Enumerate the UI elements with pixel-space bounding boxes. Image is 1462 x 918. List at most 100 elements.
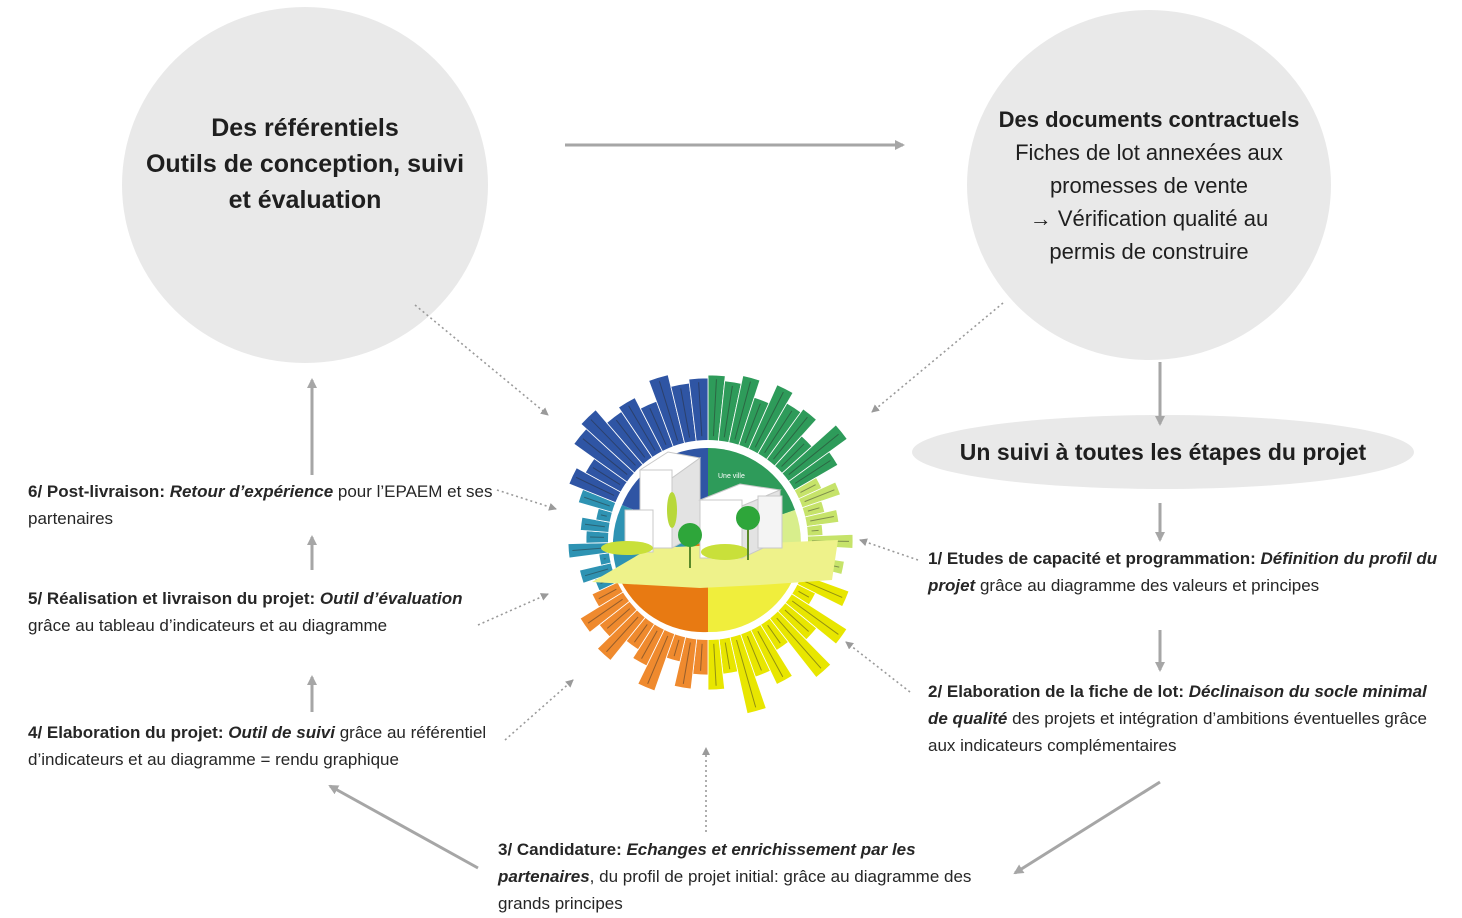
tree-palm-2 <box>736 506 760 530</box>
wheel-ray-line-5-6 <box>649 408 667 446</box>
wheel-ray-line-0-8 <box>788 433 839 475</box>
wheel-ray-line-2-8 <box>736 639 757 708</box>
building-far <box>757 495 783 549</box>
arrow-3-to-4 <box>328 784 479 870</box>
wheel-ray-line-5-9 <box>698 382 703 437</box>
step-1-lead: 1/ Etudes de capacité et programmation: <box>928 549 1261 568</box>
wheel-ray-line-5-5 <box>628 405 656 451</box>
wheel-ray-line-3-4 <box>641 630 658 659</box>
documents-title: Des documents contractuels <box>998 107 1300 132</box>
wheel-ray-line-5-0 <box>575 476 615 496</box>
wheel-ray-line-0-1 <box>723 385 733 438</box>
wheel-ray-line-1-1 <box>804 489 835 503</box>
wheel-ray-line-2-5 <box>767 624 781 644</box>
step-6-emph: Retour d’expérience <box>169 482 334 501</box>
dotted-documents-to-wheel <box>871 302 1004 413</box>
dotted-1-to-wheel <box>859 538 919 561</box>
step-4-rest: grâce au référentiel d’indicateurs et au… <box>28 723 487 769</box>
wheel-ray-line-2-3 <box>784 609 809 632</box>
suivi-label: Un suivi à toutes les étapes du projet <box>959 438 1367 465</box>
wheel-ray-line-0-7 <box>781 443 805 467</box>
circle-referentiels <box>122 7 488 363</box>
wheel-ray-line-4-7 <box>584 496 610 507</box>
wheel-ray-line-2-2 <box>791 600 839 635</box>
wheel-ray-line-2-10 <box>713 643 717 686</box>
wheel-ray-line-1-4 <box>811 529 819 532</box>
tree-palm-1 <box>678 523 702 547</box>
dotted-referentiels-to-wheel <box>414 304 549 416</box>
circle-documents-text: Des documents contractuels Fiches de lot… <box>967 103 1331 268</box>
circle-documents <box>967 10 1331 360</box>
tree-flat-left <box>601 541 653 555</box>
step-5-emph: Outil d’évaluation <box>319 589 463 608</box>
referentiels-line-2: Outils de conception, suivi <box>145 150 465 178</box>
wheel-ray-line-1-0 <box>800 484 816 493</box>
wheel-ray-line-1-2 <box>807 507 820 512</box>
wheel-ray-line-5-8 <box>680 388 691 438</box>
wheel-ray-line-0-4 <box>754 391 784 448</box>
step-4: 4/ Elaboration du projet: Outil de suivi… <box>28 719 498 773</box>
circle-referentiels-text: Des référentiels Outils de conception, s… <box>122 110 488 218</box>
wheel-ray-line-0-0 <box>712 379 717 437</box>
dotted-2-to-wheel <box>845 641 911 693</box>
step-2: 2/ Elaboration de la fiche de lot: Décli… <box>928 678 1438 759</box>
wheel-ray-line-0-6 <box>773 416 808 460</box>
tree-flat-right <box>701 544 749 560</box>
step-1: 1/ Etudes de capacité et programmation: … <box>928 545 1438 599</box>
step-1-emph: Définition du profil du projet <box>928 549 1438 595</box>
wheel-ray-line-0-9 <box>794 460 831 484</box>
wheel-ray-line-2-0 <box>803 580 843 598</box>
wheel-ray-line-3-9 <box>598 588 617 600</box>
wheel-ray-line-5-7 <box>658 381 679 441</box>
wheel-ray-line-3-2 <box>673 639 680 657</box>
wheel-ray-line-3-3 <box>647 635 669 685</box>
step-4-emph: Outil de suivi <box>228 723 335 742</box>
referentiels-line-1: Des référentiels <box>211 114 399 142</box>
step-6-lead: 6/ Post-livraison: <box>28 482 170 501</box>
step-3: 3/ Candidature: Echanges et enrichisseme… <box>498 836 988 917</box>
wheel-ray-line-3-0 <box>700 643 703 671</box>
step-2-rest: des projets et intégration d’ambitions é… <box>928 709 1427 755</box>
wheel-ray-line-4-6 <box>600 514 607 517</box>
step-3-emph: Echanges et enrichissement par les parte… <box>498 840 916 886</box>
wheel-ray-line-0-3 <box>744 403 761 444</box>
wheel-ray-line-2-1 <box>798 590 810 598</box>
step-5-lead: 5/ Réalisation et livraison du projet: <box>28 589 320 608</box>
wheel-ray-line-5-2 <box>582 438 628 475</box>
wheel-ray-line-0-2 <box>734 381 751 440</box>
wheel-ray-line-2-4 <box>776 617 822 669</box>
step-5: 5/ Réalisation et livraison du projet: O… <box>28 585 488 639</box>
wheel-ray-line-4-1 <box>584 568 609 577</box>
wheel-ray-line-3-6 <box>606 616 639 653</box>
step-3-rest: , du profil de projet initial: grâce au … <box>498 867 972 913</box>
dotted-4-to-wheel <box>504 679 574 741</box>
wheel-ray-line-3-1 <box>682 642 691 684</box>
documents-line-3: → Vérification qualité au <box>1029 206 1269 231</box>
wheel-ray-line-4-3 <box>572 547 605 552</box>
tree-tall <box>667 492 677 528</box>
step-6: 6/ Post-livraison: Retour d’expérience p… <box>28 478 508 532</box>
documents-line-1: Fiches de lot annexées aux <box>1015 140 1283 165</box>
wheel-ray-line-0-5 <box>764 410 793 454</box>
wheel-ray-line-3-8 <box>587 598 623 624</box>
referentiels-line-3: et évaluation <box>228 186 382 214</box>
dotted-6-to-wheel <box>496 489 557 511</box>
wheel-ray-line-5-1 <box>592 467 621 486</box>
wheel-ray-line-4-5 <box>584 523 605 528</box>
documents-line-4: permis de construire <box>1049 239 1249 264</box>
step-2-lead: 2/ Elaboration de la fiche de lot: <box>928 682 1189 701</box>
wheel-ray-line-1-3 <box>810 516 834 522</box>
step-1-rest: grâce au diagramme des valeurs et princi… <box>975 576 1320 595</box>
ellipse-suivi <box>912 415 1414 489</box>
wheel-ray-line-3-7 <box>606 608 631 629</box>
wheel-ray-line-2-7 <box>746 636 762 671</box>
step-5-rest: grâce au tableau d’indicateurs et au dia… <box>28 616 388 635</box>
wheel-ray-line-2-6 <box>757 631 784 678</box>
step-6-rest: pour l’EPAEM et ses partenaires <box>28 482 493 528</box>
wheel-center-label: Une ville <box>718 473 745 480</box>
step-3-lead: 3/ Candidature: <box>498 840 627 859</box>
arrow-2-to-3 <box>1013 780 1161 875</box>
wheel-ray-line-3-5 <box>633 624 648 643</box>
